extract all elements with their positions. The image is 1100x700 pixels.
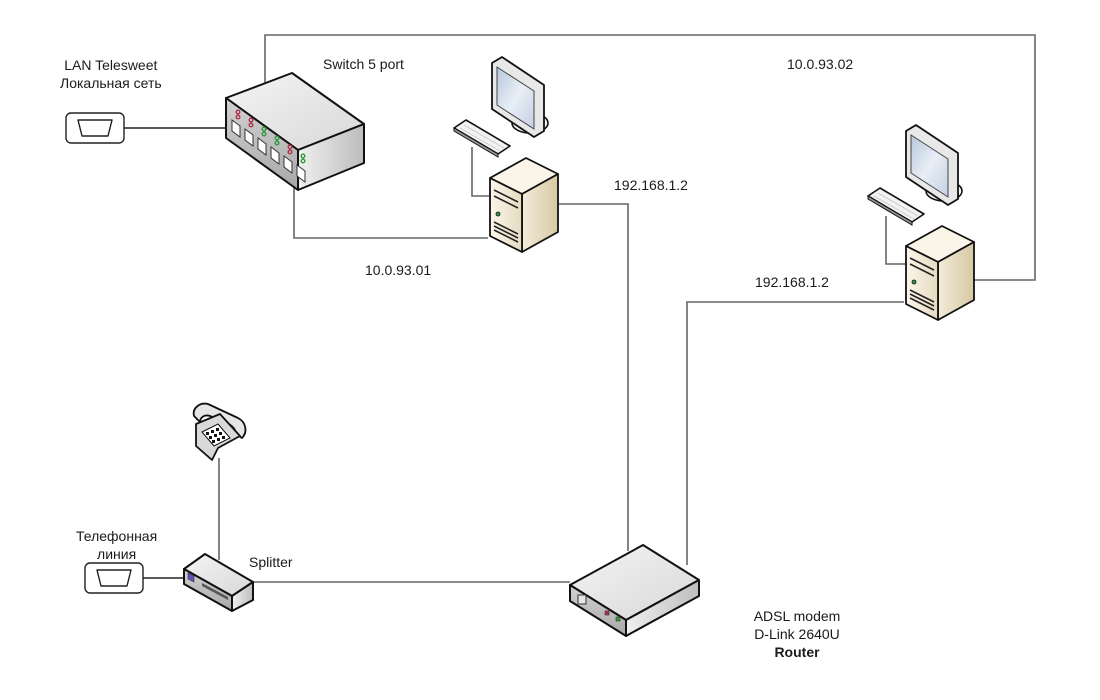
lan-label-line1: LAN Telesweet [64, 57, 158, 73]
wire-pc1-router [558, 203, 629, 551]
pc2-tower-icon [905, 225, 975, 321]
wire-switch-pc1 [293, 186, 488, 239]
router-icon [569, 544, 700, 637]
wires [124, 34, 1036, 583]
wire-keyboard-pc2 [885, 216, 906, 265]
splitter-icon [183, 553, 254, 612]
pc1-tower-icon [489, 157, 559, 253]
lan-label-line2: Локальная сеть [60, 75, 162, 91]
pc1-monitor-icon [491, 56, 549, 138]
wire-pc2-router [686, 301, 904, 565]
pc2-keyboard-icon [867, 187, 925, 226]
lan-wall-port-icon [65, 112, 125, 144]
splitter-label: Splitter [249, 554, 293, 570]
phone-line-label: Телефонная линия [76, 527, 157, 563]
pc1-keyboard-icon [453, 119, 511, 158]
pc1-wan-ip-label: 192.168.1.2 [614, 177, 688, 193]
pc2-wan-ip-label: 192.168.1.2 [755, 274, 829, 290]
switch-icon [225, 72, 365, 191]
phone-wall-port-icon [84, 562, 144, 594]
router-label-line2: D-Link 2640U [754, 626, 840, 642]
telephone-icon [192, 402, 247, 461]
pc2-monitor-icon [905, 124, 963, 206]
router-label: ADSL modem D-Link 2640U Router [744, 607, 850, 661]
switch-label: Switch 5 port [323, 56, 404, 72]
wire-switch-pc2 [264, 34, 1036, 281]
pc1-lan-ip-label: 10.0.93.01 [365, 262, 432, 278]
router-label-line1: ADSL modem [753, 608, 841, 624]
phone-line-label-line1: Телефонная [76, 528, 158, 544]
router-label-line3: Router [774, 644, 820, 660]
pc2-lan-ip-label: 10.0.93.02 [787, 56, 854, 72]
phone-line-label-line2: линия [97, 546, 137, 562]
lan-label: LAN Telesweet Локальная сеть [60, 56, 162, 92]
wire-keyboard-pc1 [471, 147, 492, 197]
